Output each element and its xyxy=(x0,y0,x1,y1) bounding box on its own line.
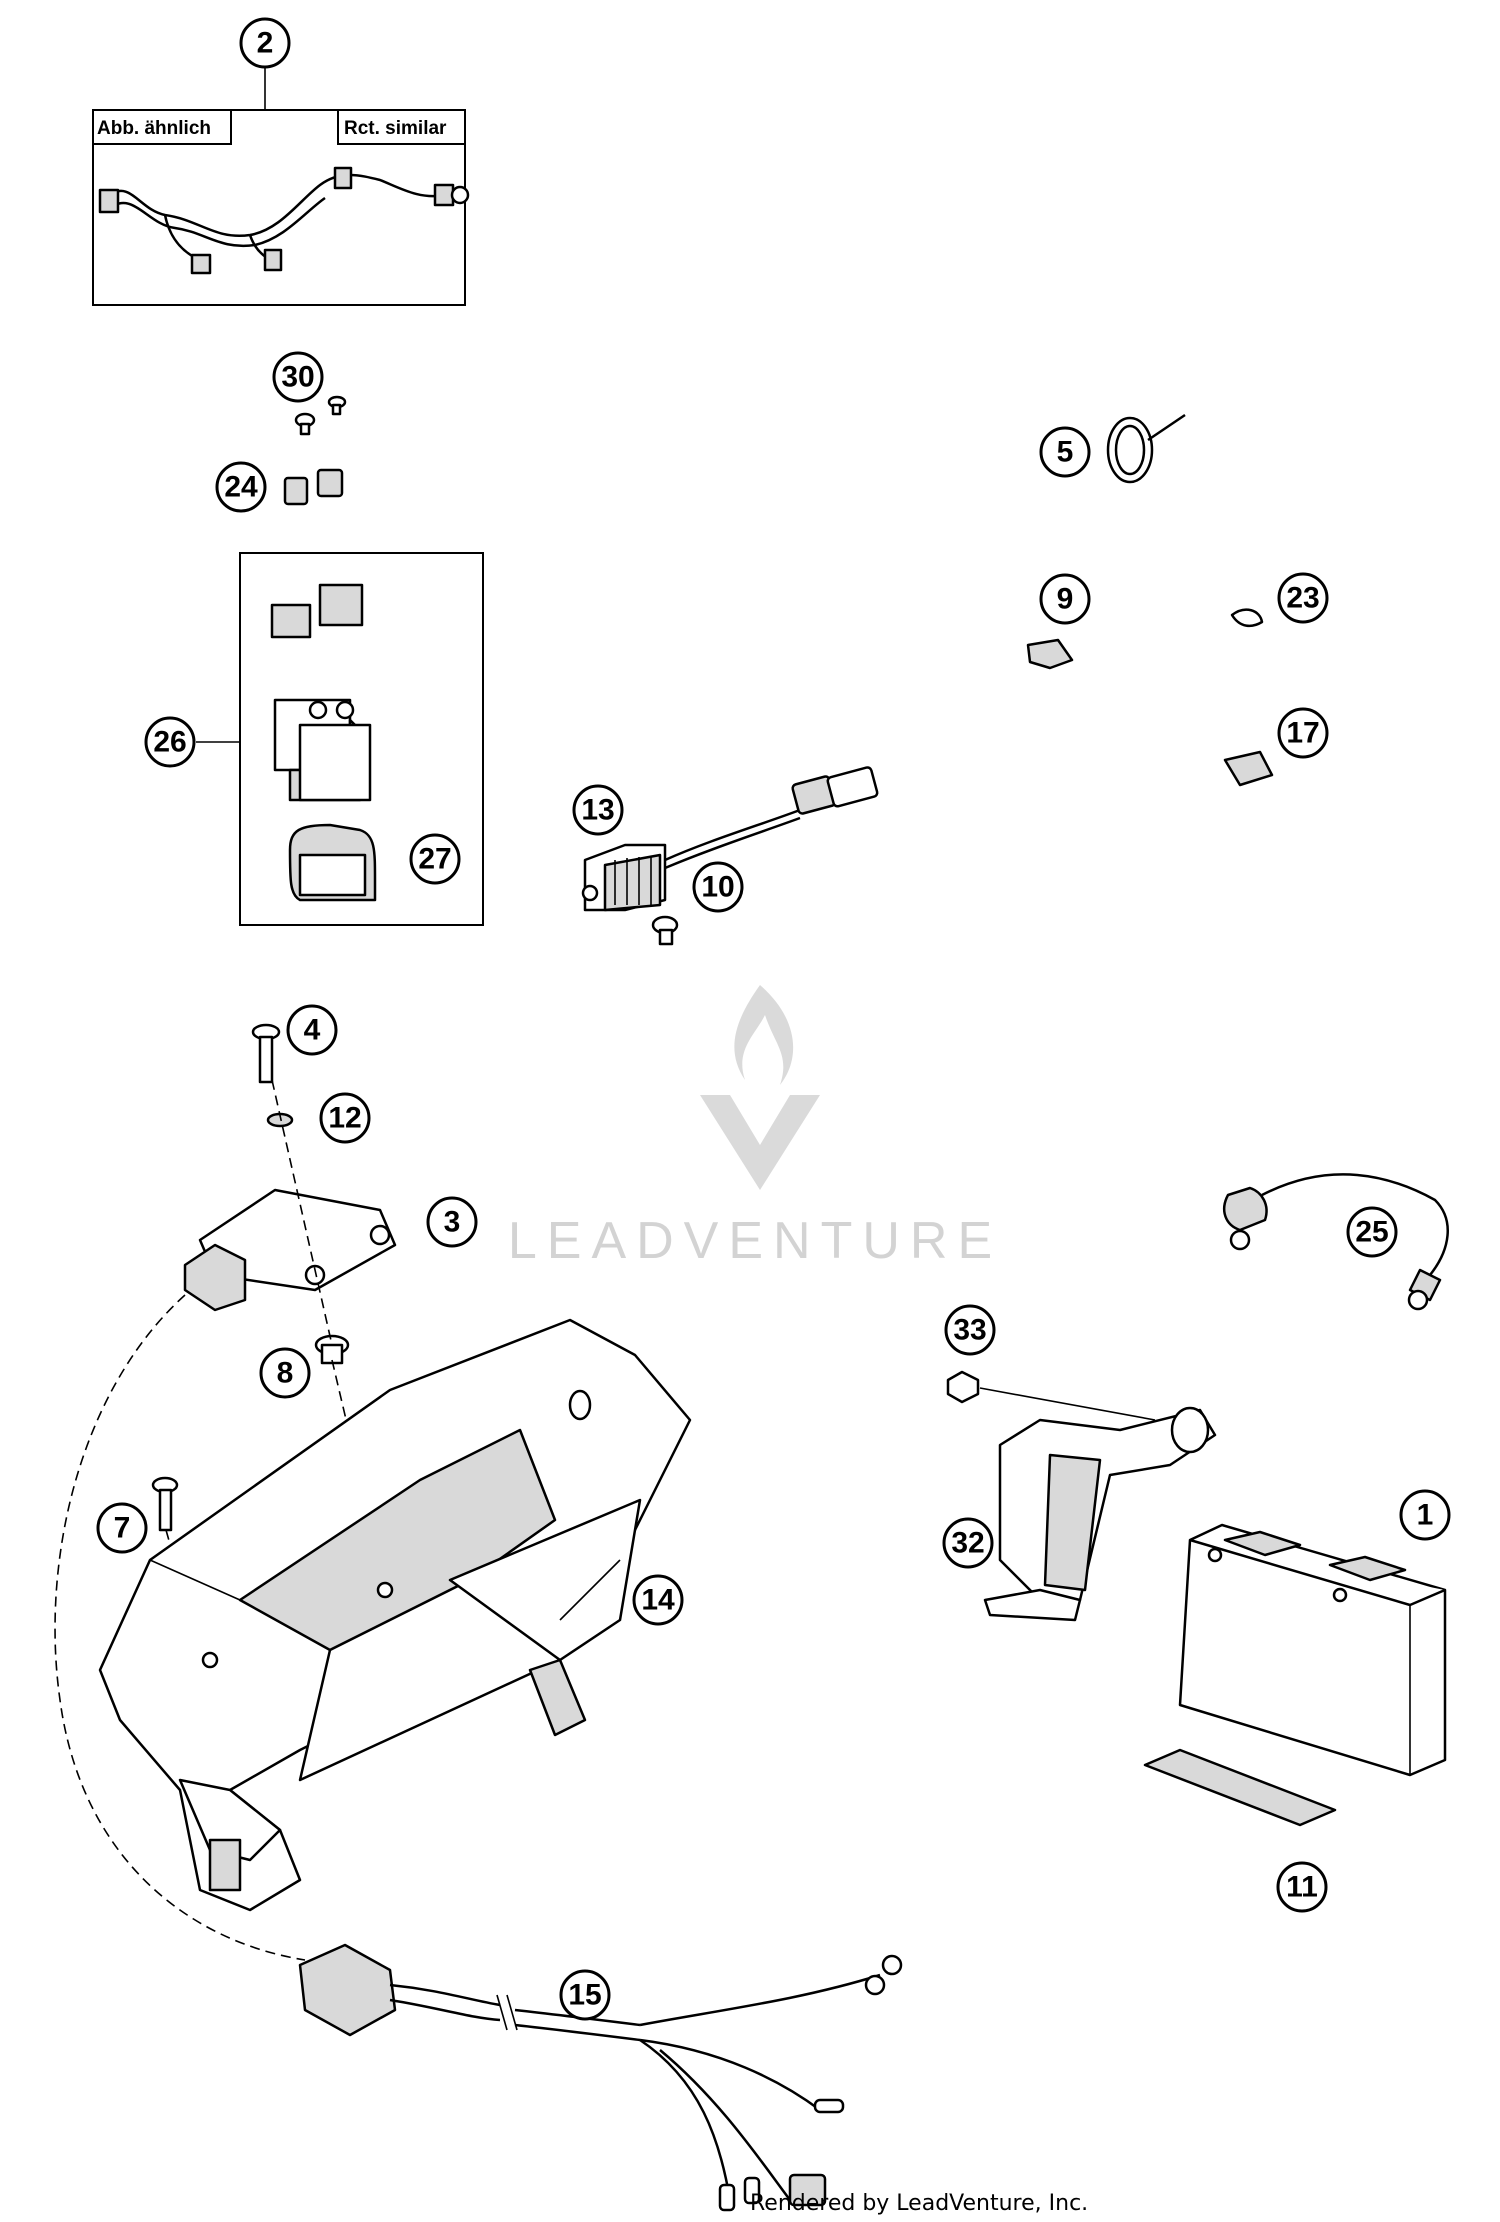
svg-text:33: 33 xyxy=(953,1314,986,1347)
svg-text:8: 8 xyxy=(277,1357,294,1390)
battery-icon xyxy=(1178,1523,1447,1777)
regulator-bolt-icon xyxy=(651,915,679,946)
svg-text:11: 11 xyxy=(1286,1871,1318,1904)
relay-caps-icon xyxy=(270,583,364,639)
svg-text:14: 14 xyxy=(641,1584,675,1617)
svg-text:26: 26 xyxy=(153,726,186,759)
relay-box xyxy=(239,552,484,926)
callout-7: 7 xyxy=(96,1502,148,1554)
svg-text:1: 1 xyxy=(1417,1499,1434,1532)
svg-text:30: 30 xyxy=(281,361,314,394)
callout-10: 10 xyxy=(692,861,744,913)
starter-relay-icon xyxy=(273,698,372,802)
electronics-tray-icon xyxy=(98,1318,692,1912)
screw-4-icon xyxy=(251,1023,281,1084)
svg-text:17: 17 xyxy=(1286,717,1319,750)
callout-23: 23 xyxy=(1277,572,1329,624)
harness-label-similar-de: Abb. ähnlich xyxy=(97,118,211,139)
callout-2: 2 xyxy=(239,17,291,69)
callout-15: 15 xyxy=(559,1969,611,2021)
footer-credit: Rendered by LeadVenture, Inc. xyxy=(750,2191,1088,2216)
watermark: LEADVENTURE xyxy=(508,985,1002,1270)
callout-26: 26 xyxy=(144,716,196,768)
callout-4: 4 xyxy=(286,1004,338,1056)
callout-25: 25 xyxy=(1346,1206,1398,1258)
ecu-control-unit-icon xyxy=(183,1188,397,1312)
svg-text:15: 15 xyxy=(568,1979,601,2012)
harness-label-similar-en: Rct. similar xyxy=(344,118,447,139)
main-wiring-harness-icon xyxy=(54,1294,903,2212)
callout-24: 24 xyxy=(215,461,267,513)
v-logo-icon xyxy=(700,1095,820,1190)
svg-text:32: 32 xyxy=(951,1527,984,1560)
callout-11: 11 xyxy=(1276,1861,1328,1913)
voltage-regulator-icon xyxy=(581,766,879,912)
callout-3: 3 xyxy=(426,1196,478,1248)
svg-text:24: 24 xyxy=(224,471,258,504)
clip-23-icon xyxy=(1230,608,1264,628)
callout-27: 27 xyxy=(409,833,461,885)
svg-text:13: 13 xyxy=(581,794,614,827)
svg-text:23: 23 xyxy=(1286,582,1319,615)
callout-9: 9 xyxy=(1039,573,1091,625)
watermark-text: LEADVENTURE xyxy=(508,1212,1002,1270)
screw-7-icon xyxy=(151,1476,179,1532)
battery-bracket-icon xyxy=(983,1406,1217,1622)
svg-text:5: 5 xyxy=(1057,436,1074,469)
wiring-harness-small-icon xyxy=(98,166,470,275)
svg-text:10: 10 xyxy=(701,871,734,904)
flame-logo-icon xyxy=(734,985,794,1085)
harness-box: Abb. ähnlich Rct. similar xyxy=(92,109,470,306)
rubber-pad-icon xyxy=(1143,1748,1337,1827)
cable-tie-icon xyxy=(1106,413,1186,484)
grommet-8-icon xyxy=(314,1334,350,1365)
callout-5: 5 xyxy=(1039,426,1091,478)
callout-30: 30 xyxy=(272,351,324,403)
battery-cable-icon xyxy=(1223,1173,1449,1311)
callout-32: 32 xyxy=(942,1517,994,1569)
svg-text:4: 4 xyxy=(304,1014,321,1047)
holder-17-icon xyxy=(1223,750,1274,787)
svg-text:7: 7 xyxy=(114,1512,131,1545)
callout-17: 17 xyxy=(1277,707,1329,759)
svg-text:27: 27 xyxy=(418,843,451,876)
svg-text:9: 9 xyxy=(1057,583,1074,616)
svg-text:3: 3 xyxy=(444,1206,461,1239)
cable-clip-icon xyxy=(1026,638,1074,670)
fuse-icon xyxy=(283,468,344,506)
svg-text:2: 2 xyxy=(257,27,274,60)
callout-33: 33 xyxy=(944,1304,996,1356)
callout-13: 13 xyxy=(572,784,624,836)
bolt-33-icon xyxy=(946,1370,980,1404)
fuse-screws xyxy=(294,395,347,436)
svg-text:12: 12 xyxy=(328,1102,361,1135)
callout-14: 14 xyxy=(632,1574,684,1626)
callout-12: 12 xyxy=(319,1092,371,1144)
relay-cover-icon xyxy=(288,823,377,902)
svg-text:25: 25 xyxy=(1355,1216,1388,1249)
callout-8: 8 xyxy=(259,1347,311,1399)
callout-1: 1 xyxy=(1399,1489,1451,1541)
